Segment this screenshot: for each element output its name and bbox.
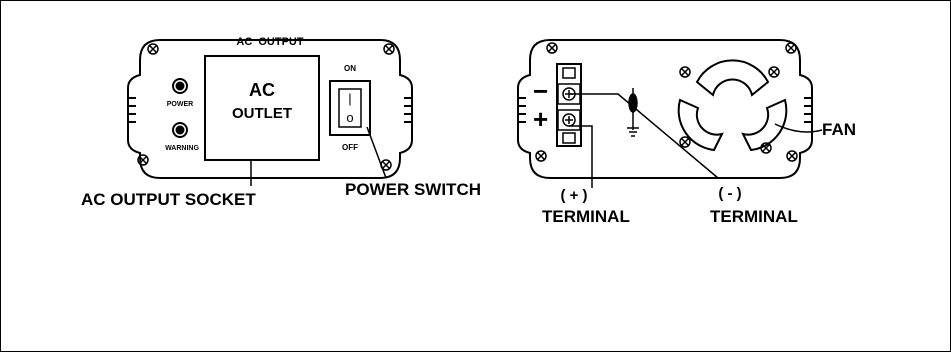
plus-terminal-icon — [557, 109, 581, 131]
front-panel — [127, 39, 413, 179]
plus-terminal-symbol: ( + ) — [560, 187, 587, 204]
front-vent-right — [404, 97, 412, 123]
front-panel-outline — [127, 39, 413, 179]
minus-terminal-symbol: ( - ) — [718, 185, 741, 202]
leader-plus-terminal — [569, 125, 593, 188]
leader-minus-terminal — [569, 93, 719, 179]
minus-sign: − — [533, 76, 548, 106]
plus-sign: + — [533, 104, 548, 134]
switch-off-label: OFF — [342, 143, 358, 152]
outlet-label-line1: AC — [249, 80, 275, 100]
fan-callout: FAN — [822, 120, 856, 139]
rear-vent-left — [518, 97, 526, 123]
ac-outlet — [204, 55, 320, 161]
rear-panel-outline — [517, 39, 813, 179]
plus-terminal-callout: TERMINAL — [542, 207, 630, 226]
ac-output-title: AC OUTPUT — [236, 36, 304, 48]
rear-vent-right — [804, 97, 812, 123]
rear-panel — [517, 39, 813, 179]
leader-lines — [250, 93, 823, 188]
ac-output-socket-callout: AC OUTPUT SOCKET — [81, 190, 256, 209]
terminal-block — [556, 63, 582, 147]
switch-on-glyph: | — [348, 91, 351, 106]
power-led-icon — [172, 78, 188, 94]
switch-off-glyph: o — [346, 110, 353, 125]
power-switch-callout: POWER SWITCH — [345, 180, 481, 199]
fan-icon — [677, 59, 788, 152]
front-vent-left — [128, 97, 136, 123]
rear-screw-icon — [535, 42, 798, 162]
switch-on-label: ON — [344, 64, 356, 73]
minus-terminal-callout: TERMINAL — [710, 207, 798, 226]
ground-icon — [627, 88, 639, 137]
warning-led-label: WARNING — [165, 145, 199, 152]
power-led-label: POWER — [167, 101, 193, 108]
warning-led-icon — [172, 122, 188, 138]
leader-fan — [774, 123, 823, 133]
outlet-label-line2: OUTLET — [232, 105, 292, 122]
power-switch-icon — [329, 80, 371, 136]
leader-power-switch — [366, 126, 387, 179]
